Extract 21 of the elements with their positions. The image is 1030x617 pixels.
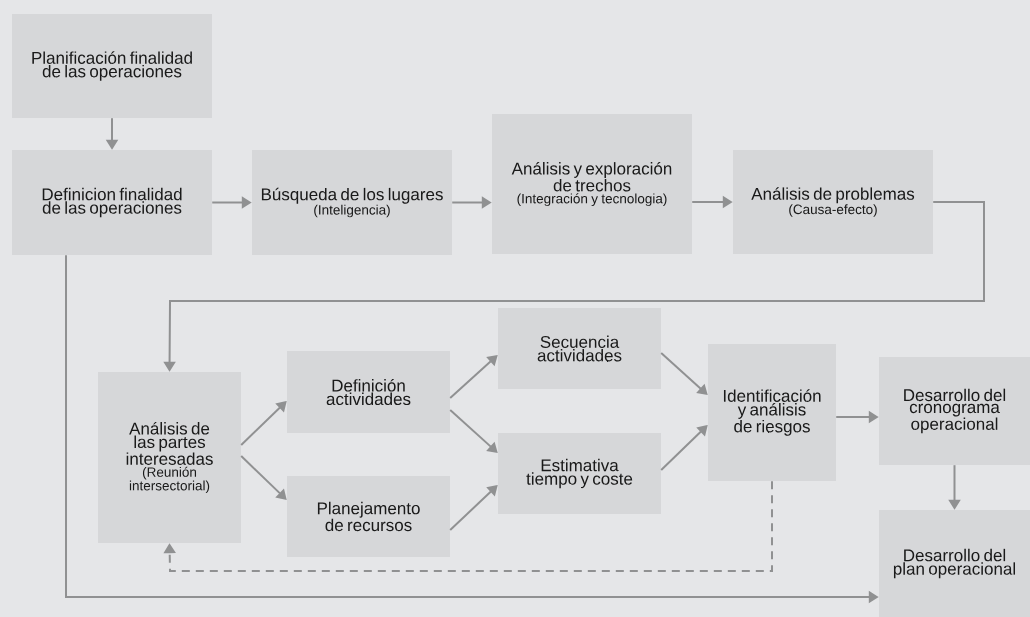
process-box: Secuencia actividades (498, 308, 661, 389)
process-box: Análisis de problemas (Causa-efecto) (733, 150, 933, 254)
process-box: Identificación y análisis de riesgos (708, 344, 836, 481)
process-box: Definicion finalidad de las operaciones (12, 150, 212, 255)
arrow (660, 425, 708, 471)
process-box: Planificación finalidad de las operaciones (12, 14, 212, 118)
arrow (240, 401, 287, 446)
process-box: Análisis de las partes interesadas (Reunión intersectorial) (98, 372, 241, 543)
process-box: Análisis y exploración de trechos (Integración y tecnologia) (492, 114, 692, 254)
arrow (240, 455, 287, 500)
process-box: Desarrollo del plan operacional (879, 510, 1030, 617)
arrow (660, 352, 708, 395)
arrow (449, 409, 498, 453)
process-box: Estimativa tiempo y coste (498, 433, 661, 514)
arrow (449, 355, 498, 399)
arrow (449, 485, 498, 531)
process-box: Desarrollo del cronograma operacional (879, 357, 1030, 465)
process-box: Búsqueda de los lugares (Inteligencia) (252, 150, 452, 255)
arrow (163, 480, 773, 572)
process-box: Planejamento de recursos (287, 476, 450, 557)
process-box: Definición actividades (287, 351, 450, 433)
